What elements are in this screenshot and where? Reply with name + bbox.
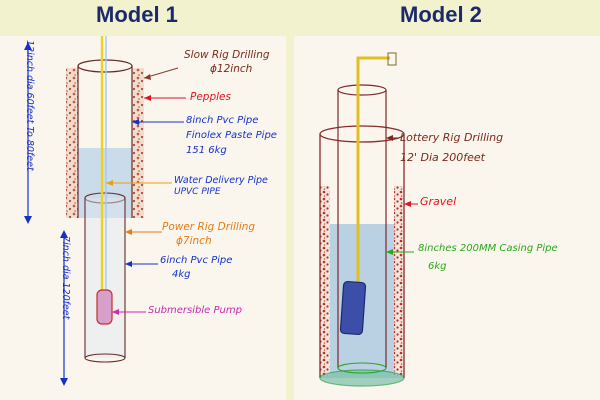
pipe6-label-1: 6inch Pvc Pipe — [160, 255, 233, 266]
model-2-title: Model 2 — [400, 2, 482, 27]
pipe8-label-2: Finolex Paste Pipe — [186, 130, 277, 141]
model-1-panel: Slow Rig Drilling ϕ12inch Pepples 8inch … — [0, 36, 286, 400]
casing-top — [337, 84, 387, 96]
gravel-left — [320, 186, 330, 376]
pepples-label: Pepples — [190, 91, 231, 103]
submersible-pump — [96, 289, 113, 325]
delivery-pipe — [356, 56, 390, 286]
submersible-pump — [339, 280, 367, 336]
slow-rig-dia-label: ϕ12inch — [210, 63, 253, 75]
upper-casing-top — [77, 59, 133, 73]
pump-label: Submersible Pump — [148, 305, 242, 316]
casing-label-1: 8inches 200MM Casing Pipe — [418, 243, 558, 254]
power-rig-label: Power Rig Drilling — [162, 221, 256, 233]
water-delivery-label-2: UPVC PIPE — [174, 187, 221, 197]
gravel-right — [394, 186, 404, 376]
pebbles-right — [132, 68, 144, 218]
model-1-title: Model 1 — [96, 2, 178, 27]
pipe6-label-2: 4kg — [172, 269, 191, 280]
slow-rig-label: Slow Rig Drilling — [184, 49, 270, 61]
model-2-diagram — [319, 52, 418, 387]
model-2-panel: Lottery Rig Drilling 12' Dia 200feet Gra… — [294, 36, 600, 400]
power-rig-dia-label: ϕ7inch — [176, 235, 212, 247]
upper-depth-label: 12inch dia 60feet To 80feet — [24, 40, 35, 171]
gravel-label: Gravel — [420, 195, 457, 208]
water-delivery-label-1: Water Delivery Pipe — [174, 175, 268, 186]
pipe8-label-3: 151 6kg — [186, 145, 227, 156]
lower-depth-label: 7inch dia 120feet — [60, 236, 71, 320]
outer-borehole-bottom — [319, 369, 405, 387]
lottery-rig-label-1: Lottery Rig Drilling — [400, 131, 504, 144]
model-1-diagram — [24, 36, 186, 386]
casing-label-2: 6kg — [428, 261, 447, 272]
lottery-rig-label-2: 12' Dia 200feet — [400, 151, 485, 164]
pipe8-label-1: 8inch Pvc Pipe — [186, 115, 259, 126]
pebbles-left — [66, 68, 78, 218]
